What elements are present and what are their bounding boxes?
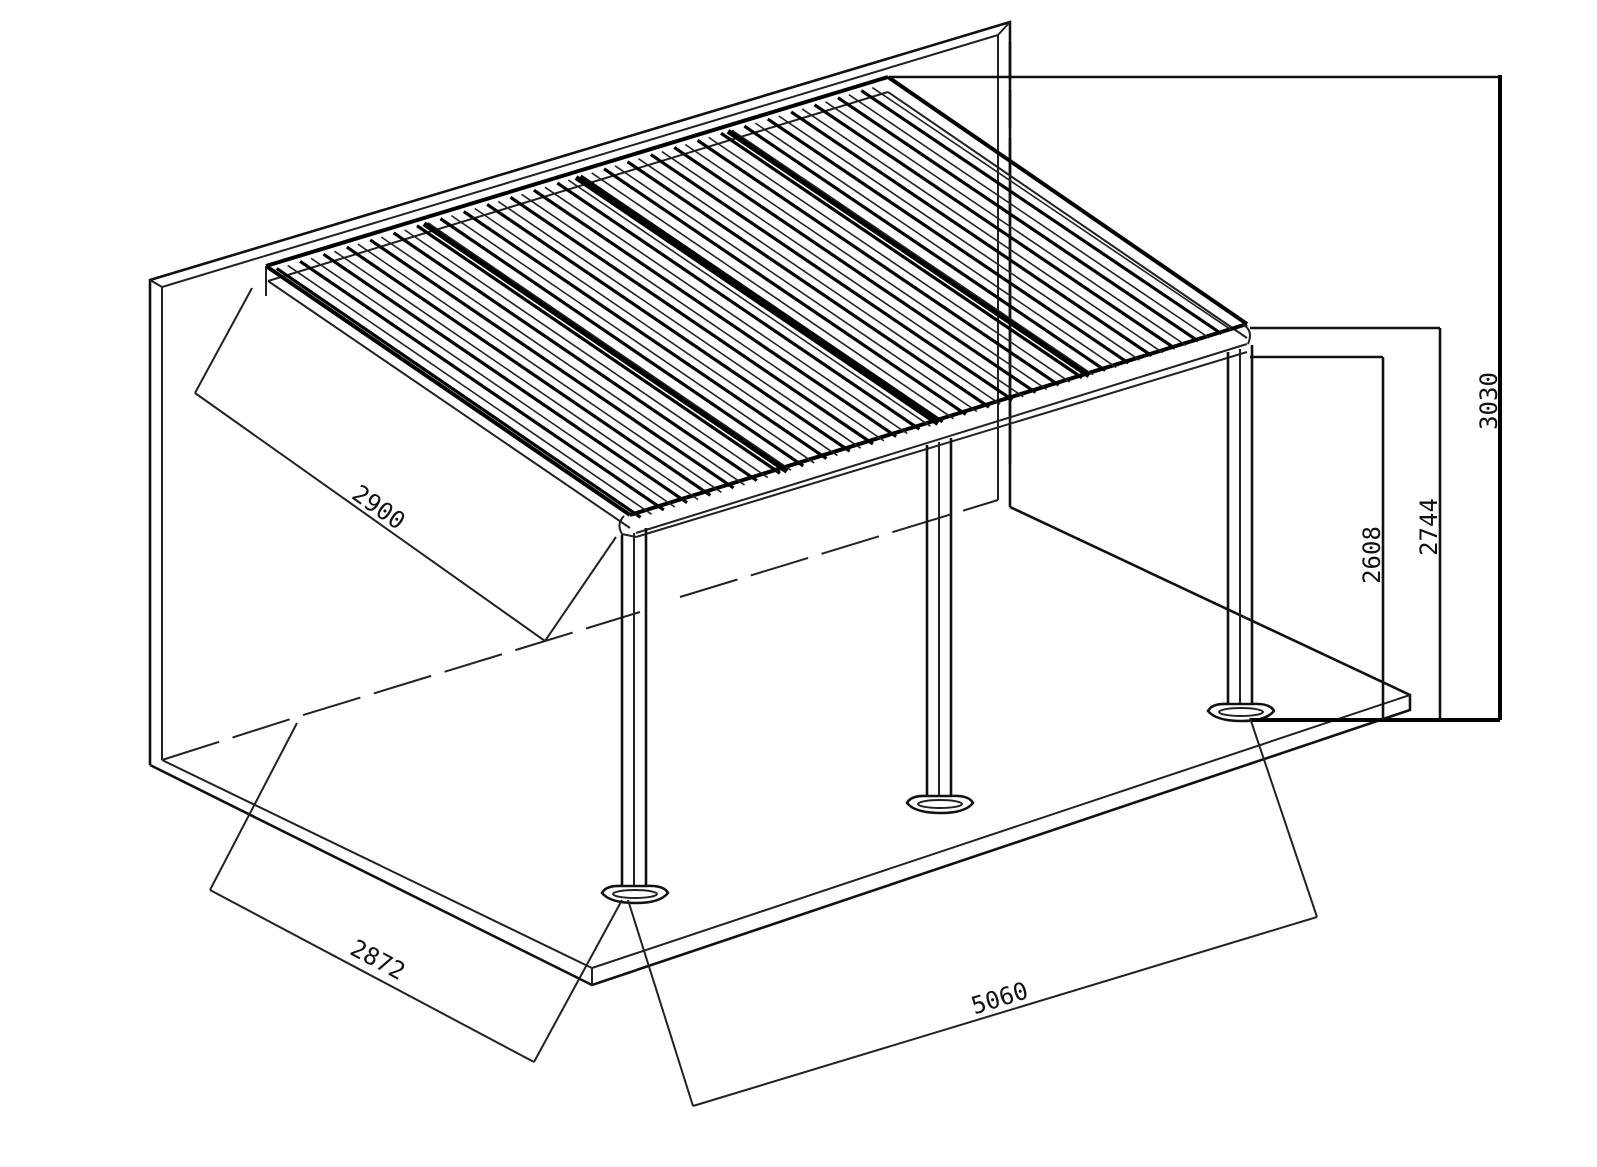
louver-slat [743,122,1117,372]
louver-slat [299,257,676,512]
roof-support-beam [726,129,1091,378]
posts-group [600,345,1276,905]
louver-slat [626,158,1001,409]
post-middle [905,438,975,815]
louver-slat [860,86,1233,335]
roof-support-beam [574,175,940,426]
louver-slat [509,193,885,446]
louver-slat [649,150,1024,402]
louver-slat [720,129,1094,380]
louver-slat [556,179,931,431]
louver-slat [275,264,653,519]
louver-slat [486,200,862,453]
dimension-lines [194,75,1502,1107]
louver-slat [579,172,955,424]
louver-slat [322,250,699,504]
louver-slat [766,115,1140,365]
dim-label-beam-height: 2744 [1415,498,1443,556]
louver-slat [345,243,722,497]
roof-support-beam [422,221,789,474]
louver-slat [696,136,1071,387]
louver-slat [462,207,838,460]
dim-label-total-height: 3030 [1475,372,1503,430]
louver-slat [392,229,769,482]
dimension-labels: 3030 2744 2608 2900 2872 5060 [346,372,1503,1020]
louver-group [275,86,1233,519]
louver-slat [369,236,745,490]
louver-slat [813,101,1187,350]
floor-outline [149,42,1412,987]
post-front-left [600,528,670,905]
louver-slat [790,108,1164,358]
louver-slat [416,222,792,475]
louver-slat [673,143,1047,394]
dim-label-clear-height: 2608 [1358,526,1386,584]
louver-slat [533,186,908,438]
louver-slat [837,94,1210,343]
louver-slat [603,165,978,416]
post-front-right [1206,345,1276,723]
dim-label-roof-depth: 2900 [347,479,410,535]
roof-frame [264,75,1251,538]
louver-slat [439,214,815,468]
